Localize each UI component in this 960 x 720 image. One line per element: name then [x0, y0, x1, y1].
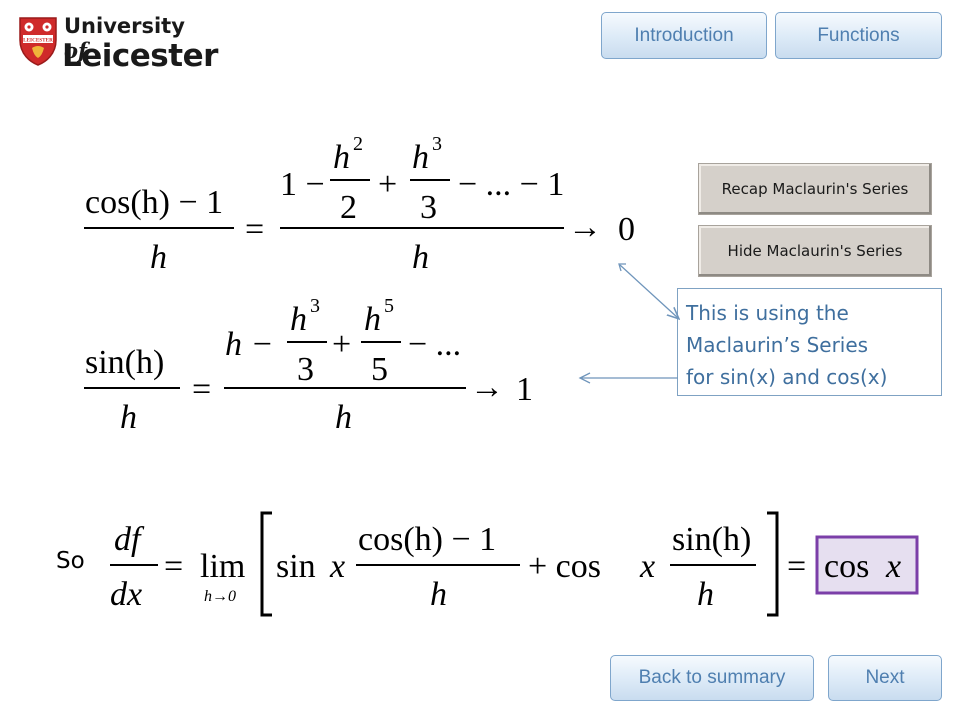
sin-t3-sup: 5	[384, 295, 394, 317]
shield-text: LEICESTER	[23, 38, 53, 44]
sin-denominator: h	[335, 399, 352, 436]
x-var-2: x	[639, 548, 655, 585]
derivative-equals-2: =	[787, 548, 806, 585]
cos-t2-sup: 2	[353, 133, 363, 155]
frac1-numerator: cos(h) − 1	[358, 521, 496, 558]
hide-maclaurin-button[interactable]: Hide Maclaurin's Series	[698, 225, 932, 277]
logo-line1: University of	[64, 14, 185, 63]
introduction-button[interactable]: Introduction	[601, 12, 767, 59]
sin-lhs-numerator: sin(h)	[85, 344, 164, 381]
cos-term1: 1 −	[280, 166, 325, 203]
recap-maclaurin-button[interactable]: Recap Maclaurin's Series	[698, 163, 932, 215]
cos-result: 0	[618, 211, 635, 248]
sin-text: sin	[276, 548, 316, 585]
derivative-equation: df dx = lim h→0 sin x cos(h) − 1 h + cos…	[110, 511, 919, 617]
sin-t2-sup: 3	[310, 295, 320, 317]
cos-t3-num: h	[412, 139, 429, 176]
sin-result: 1	[516, 371, 533, 408]
df-numerator: df	[114, 521, 145, 558]
cos-arrow: →	[568, 209, 602, 246]
sin-t2-den: 3	[297, 351, 314, 388]
sin-t3-den: 5	[371, 351, 388, 388]
cos-lhs-numerator: cos(h) − 1	[85, 184, 223, 221]
cos-t2-den: 2	[340, 189, 357, 226]
callout-line2: Maclaurin’s Series	[686, 333, 869, 357]
result-box	[815, 535, 919, 595]
sin-lhs-denominator: h	[120, 399, 137, 436]
next-button[interactable]: Next	[828, 655, 942, 701]
cos-t3-den: 3	[420, 189, 437, 226]
arrow-to-cos	[619, 264, 678, 318]
cos-lhs-denominator: h	[150, 239, 167, 276]
cos-plus: +	[378, 166, 397, 203]
cos-limit-equation: cos(h) − 1 h = 1 − h 2 2 + h 3 3 − ... −…	[84, 133, 635, 276]
cos-t3-sup: 3	[432, 133, 442, 155]
university-logo: LEICESTER University of Leicester	[14, 10, 218, 74]
sin-term1: h −	[225, 326, 273, 363]
back-to-summary-button[interactable]: Back to summary	[610, 655, 814, 701]
lim-subscript: h→0	[204, 588, 236, 605]
sin-tail: − ...	[408, 326, 461, 363]
derivative-equals: =	[164, 548, 183, 585]
cos-tail: − ... − 1	[458, 166, 564, 203]
shield-crest-icon: LEICESTER	[19, 17, 57, 66]
functions-button[interactable]: Functions	[775, 12, 942, 59]
maclaurin-callout: This is using the Maclaurin’s Series for…	[677, 288, 942, 396]
sin-arrow: →	[470, 369, 504, 406]
dx-denominator: dx	[110, 576, 142, 613]
result-x: x	[885, 548, 901, 585]
sin-t3-num: h	[364, 301, 381, 338]
frac1-denominator: h	[430, 576, 447, 613]
logo-line2: Leicester	[62, 38, 218, 74]
frac2-denominator: h	[697, 576, 714, 613]
cos-equals: =	[245, 211, 264, 248]
sin-t2-num: h	[290, 301, 307, 338]
so-label: So	[56, 548, 85, 574]
left-bracket	[260, 511, 272, 617]
sin-plus: +	[332, 326, 351, 363]
sin-equals: =	[192, 371, 211, 408]
sin-limit-equation: sin(h) h = h − h 3 3 + h 5 5 − ... h → 1	[84, 295, 533, 436]
frac2-numerator: sin(h)	[672, 521, 751, 558]
cos-t2-num: h	[333, 139, 350, 176]
arrow-head-cos	[618, 263, 626, 272]
lim-text: lim	[200, 548, 245, 585]
cos-denominator: h	[412, 239, 429, 276]
callout-line3: for sin(x) and cos(x)	[686, 365, 888, 389]
result-cos: cos	[824, 548, 869, 585]
arrow-head-sin	[578, 372, 591, 384]
callout-line1: This is using the	[686, 301, 849, 325]
plus-cos-text: + cos	[528, 548, 601, 585]
x-var-1: x	[329, 548, 345, 585]
right-bracket	[767, 511, 779, 617]
